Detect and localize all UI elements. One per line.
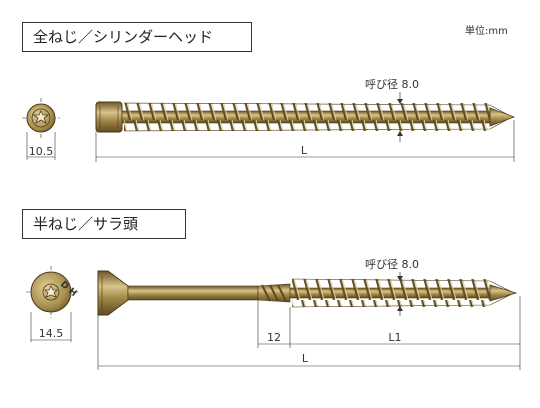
section2-thread-length-label: L1 [388, 331, 401, 344]
section1-length-label: L [301, 144, 308, 157]
section2-head-diameter: 14.5 [39, 327, 64, 340]
section1-screw-side-view [95, 101, 516, 133]
section2-screw-side-view [97, 270, 518, 316]
section2-length-label: L [302, 352, 309, 365]
section1-head-diameter: 10.5 [29, 145, 54, 158]
section2-end-view: D H 14.5 [26, 266, 78, 342]
section1-title: 全ねじ／シリンダーヘッド [22, 22, 252, 52]
section1-nominal-label: 呼び径 8.0 [365, 78, 419, 91]
section2-nominal-label: 呼び径 8.0 [365, 258, 419, 271]
unit-label: 単位:mm [465, 26, 508, 37]
section2-title: 半ねじ／サラ頭 [22, 209, 186, 239]
section1-dimensions: 呼び径 8.0 L [95, 78, 515, 162]
section2-shank-length: 12 [267, 331, 281, 344]
section2-dimensions: 呼び径 8.0 12 L1 L [97, 258, 521, 370]
section1-end-view: 10.5 [22, 98, 60, 160]
